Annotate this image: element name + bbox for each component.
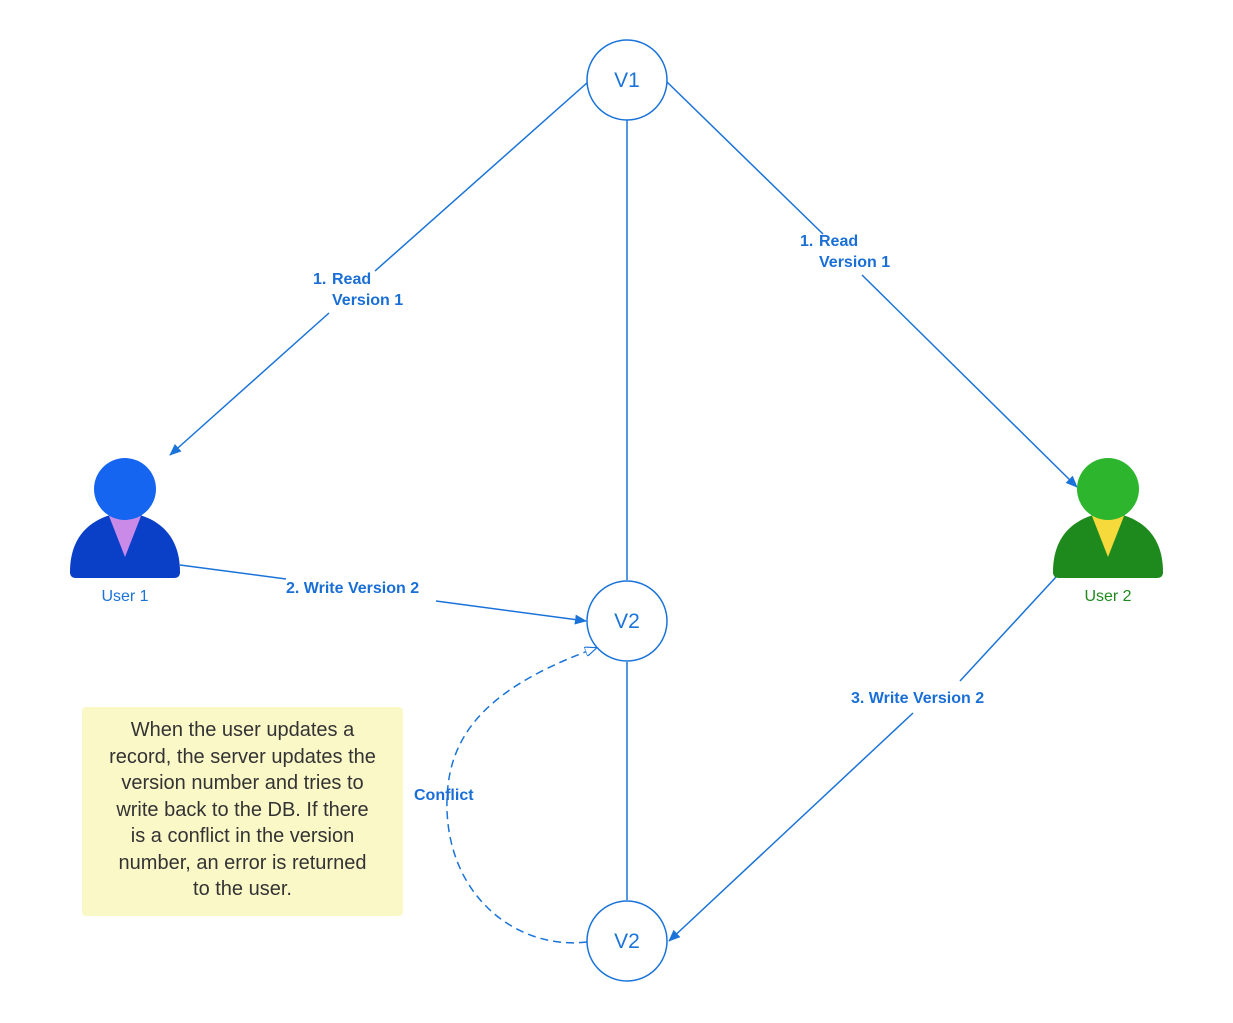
- read-label-user1: 1. Read Version 1: [313, 271, 403, 309]
- write-edge-user2-upper: [959, 576, 1057, 682]
- node-v2-middle-label: V2: [614, 610, 640, 633]
- read-edge-user2-lower: [861, 274, 1078, 488]
- user2-label: User 2: [1084, 588, 1131, 605]
- read-label-user2: 1. Read Version 1: [800, 233, 890, 271]
- note-line: version number and tries to: [121, 772, 364, 794]
- note-line: write back to the DB. If there: [116, 798, 369, 821]
- node-v1[interactable]: V1: [586, 39, 668, 121]
- read-label-user1-number: 1.: [313, 271, 326, 288]
- node-v2-middle[interactable]: V2: [586, 580, 668, 662]
- conflict-label: Conflict: [414, 787, 474, 804]
- user2-icon[interactable]: [1053, 458, 1163, 578]
- node-v2-bottom[interactable]: V2: [586, 900, 668, 982]
- read-edge-user1-upper: [374, 81, 589, 272]
- note-line: When the user updates a: [130, 719, 355, 741]
- read-edge-user1-lower: [169, 312, 330, 456]
- note-line: number, an error is returned: [118, 851, 367, 874]
- note-line: record, the server updates the: [109, 745, 376, 768]
- node-v2-bottom-label: V2: [614, 930, 640, 953]
- note-line: is a conflict in the version: [130, 825, 355, 847]
- explanation-note: When the user updates a record, the serv…: [82, 707, 403, 916]
- user1-label: User 1: [101, 588, 148, 605]
- note-line: to the user.: [193, 878, 292, 900]
- node-v1-label: V1: [614, 69, 640, 92]
- user1-icon[interactable]: [70, 458, 180, 578]
- read-label-user1-line1: Read: [332, 271, 371, 288]
- write-label-user2: 3. Write Version 2: [851, 690, 984, 707]
- write-edge-user1-right: [435, 600, 587, 625]
- write-edge-user1-left: [179, 564, 287, 580]
- write-label-user1: 2. Write Version 2: [286, 580, 419, 597]
- write-edge-user2-lower: [668, 712, 914, 942]
- read-label-user2-line2: Version 1: [819, 254, 890, 271]
- read-label-user2-line1: Read: [819, 233, 858, 250]
- read-label-user2-number: 1.: [800, 233, 813, 250]
- read-edge-user2-upper: [666, 81, 824, 235]
- read-label-user1-line2: Version 1: [332, 292, 403, 309]
